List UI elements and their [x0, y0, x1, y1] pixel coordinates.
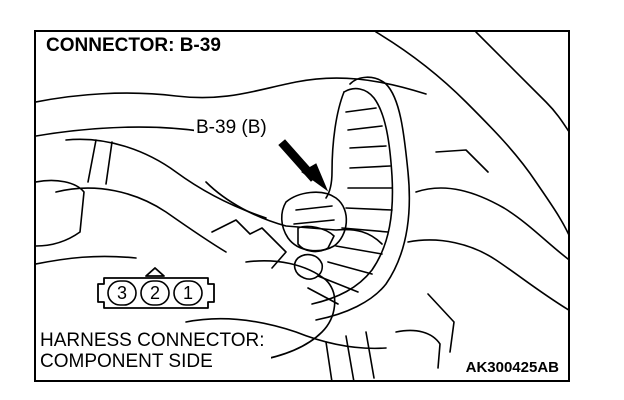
connector-key	[145, 267, 165, 277]
sensor-connector	[297, 225, 335, 253]
connector-face-icon: 3 2 1	[94, 264, 218, 310]
connector-outline	[97, 267, 215, 309]
left-clamp	[87, 139, 113, 185]
harness-outer	[315, 76, 411, 321]
sensor-body	[280, 191, 348, 252]
upper-body-panel-edge	[36, 126, 207, 137]
pin-number: 2	[149, 283, 160, 303]
connector-figure: CONNECTOR: B-39 B-39 (B) 3 2 1 HARNESS C…	[34, 30, 570, 382]
harness-inner	[311, 87, 394, 305]
pin-slot	[140, 280, 170, 306]
pin-number: 3	[116, 283, 127, 303]
pin-slot	[107, 280, 137, 306]
lower-floor	[185, 317, 387, 350]
center-block	[205, 181, 383, 245]
upper-body-panel	[36, 77, 427, 103]
connector-callout-label: B-39 (B)	[194, 117, 269, 138]
left-hose-lower	[55, 187, 227, 253]
center-bracket	[211, 219, 287, 269]
sensor-detail	[293, 205, 335, 225]
figure-code: AK300425AB	[464, 359, 560, 376]
harness-label-line2: COMPONENT SIDE	[40, 351, 213, 372]
left-hose	[65, 138, 267, 219]
top-right-cover-edge	[475, 32, 568, 132]
harness-wrap-1	[307, 107, 393, 305]
right-duct-lower	[407, 239, 568, 311]
harness-label-line1: HARNESS CONNECTOR:	[40, 330, 265, 351]
right-duct	[415, 187, 568, 260]
left-bracket	[36, 179, 85, 247]
pin-slot	[173, 280, 203, 306]
top-right-cover	[375, 32, 568, 235]
pin-number: 1	[182, 283, 193, 303]
lower-left-panel	[36, 255, 137, 265]
engine-bay-illustration	[36, 32, 568, 380]
lower-ribs	[325, 331, 375, 380]
connector-title: CONNECTOR: B-39	[36, 32, 233, 61]
harness-end	[325, 91, 345, 199]
pointer-arrow-icon	[278, 139, 329, 192]
lower-right-bracket	[395, 329, 441, 369]
right-stay	[427, 149, 489, 353]
harness-connector-label: HARNESS CONNECTOR: COMPONENT SIDE	[38, 330, 271, 374]
